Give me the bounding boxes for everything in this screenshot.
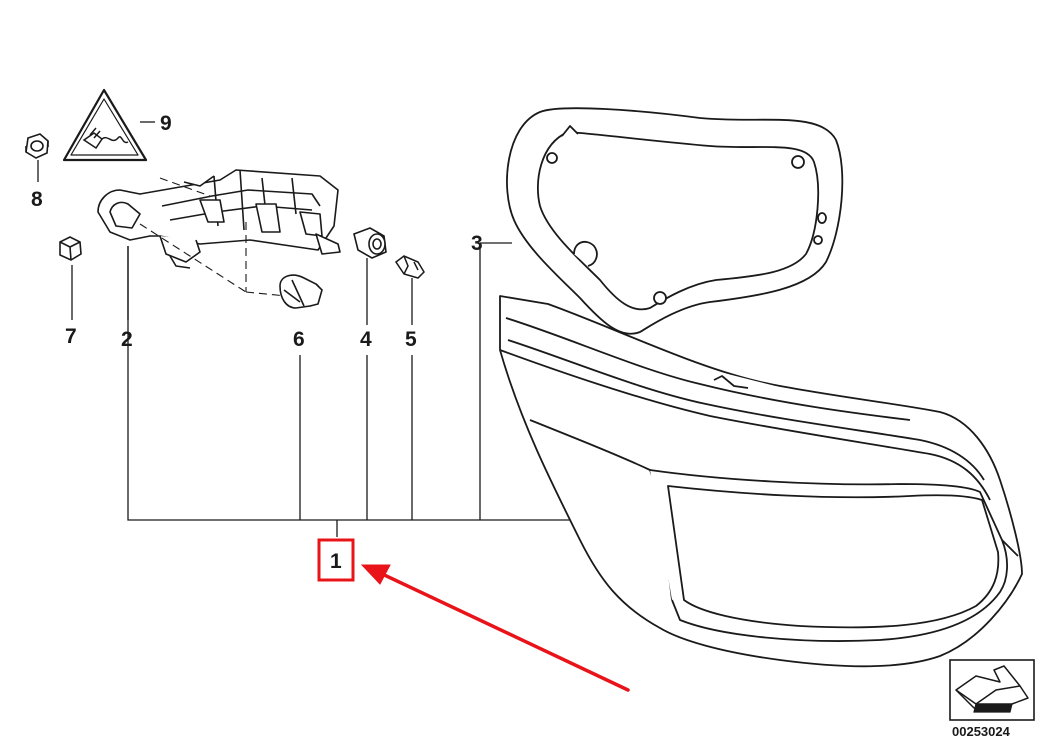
leader-line-3 (479, 242, 512, 520)
callout-label-3: 3 (471, 232, 483, 255)
callout-label-7: 7 (65, 325, 77, 348)
vehicle-orientation-icon (949, 659, 1035, 721)
leader-line-main (127, 246, 590, 521)
bulb-part-6 (279, 274, 323, 309)
tail-light-housing-part-1 (499, 295, 1023, 668)
gasket-part-3 (506, 107, 844, 335)
callout-label-9: 9 (160, 112, 172, 135)
callout-label-8: 8 (31, 188, 43, 211)
wiring-warning-triangle-icon (62, 88, 148, 162)
highlight-box (317, 538, 355, 582)
wedge-bulb-part-5 (394, 255, 425, 279)
socket-part-4 (353, 227, 387, 259)
nut-part-7 (59, 236, 82, 261)
document-number: 00253024 (952, 724, 1011, 739)
callout-label-6: 6 (293, 328, 305, 351)
nut-part-8 (25, 133, 49, 159)
highlight-arrow-head-icon (360, 564, 391, 585)
bulb-carrier-part-2 (97, 169, 341, 269)
callout-label-4: 4 (360, 328, 372, 351)
leader-lines (37, 121, 590, 537)
highlight-arrow-shaft (376, 570, 630, 692)
callout-label-2: 2 (121, 328, 133, 351)
callout-labels: 9 8 7 2 6 4 5 3 1 (31, 112, 483, 573)
highlight-annotation (317, 538, 630, 692)
callout-label-5: 5 (405, 328, 417, 351)
assembly-dashed-lines (139, 177, 287, 297)
callout-label-1: 1 (330, 550, 342, 573)
